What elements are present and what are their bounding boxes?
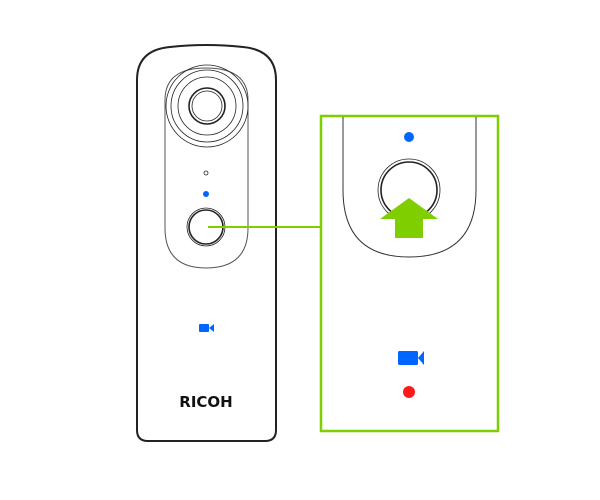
zoom-video-camera-icon <box>398 351 424 365</box>
recording-led-red <box>403 386 415 398</box>
brand-logo: RICOH <box>179 393 232 411</box>
arrow-up-icon <box>380 198 438 238</box>
status-led-blue <box>203 191 209 197</box>
microphone-hole <box>203 170 209 176</box>
zoom-front-panel <box>342 117 477 258</box>
video-camera-icon <box>199 324 214 332</box>
camera-body <box>136 44 277 442</box>
zoom-callout-box <box>319 114 500 433</box>
lens <box>165 64 249 148</box>
zoom-status-led-blue <box>404 132 414 142</box>
